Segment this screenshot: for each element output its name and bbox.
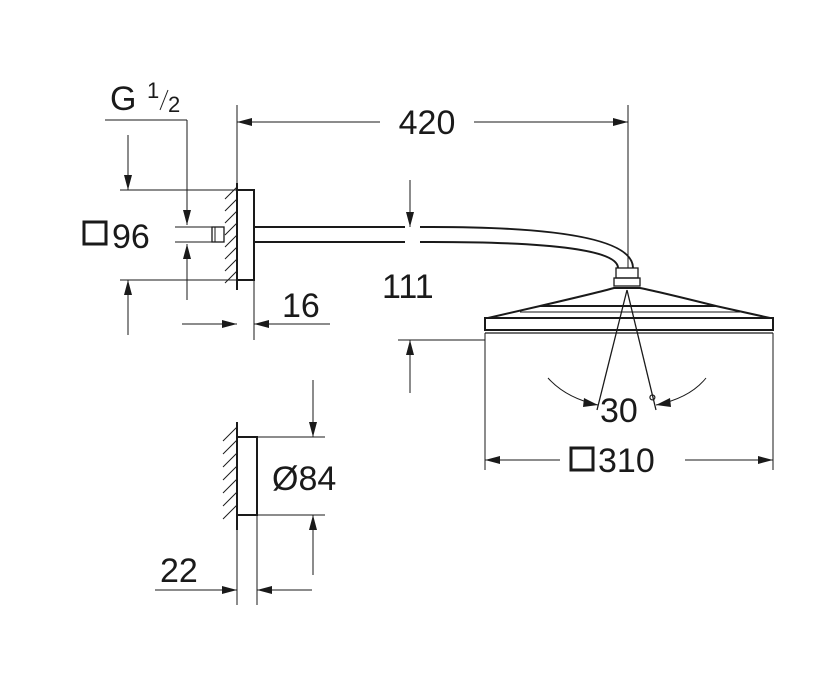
- head-size-label: 310: [598, 442, 655, 480]
- dim-111: 111: [382, 180, 485, 393]
- arm-drop-label: 111: [382, 268, 434, 306]
- flange-size-label: 96: [112, 218, 150, 256]
- thread-G-label: G: [110, 80, 136, 118]
- arm-length-label: 420: [399, 104, 456, 142]
- dim-thread: G 1 2: [105, 78, 212, 300]
- wall-hatch-top: [224, 186, 238, 284]
- square-symbol-icon: [569, 446, 595, 472]
- rosette-depth-label: 22: [160, 552, 198, 590]
- rosette-diameter-label: Ø84: [272, 460, 336, 498]
- square-symbol-icon: [82, 220, 108, 246]
- dim-310: 310: [484, 333, 774, 480]
- dim-84: Ø84: [257, 380, 336, 575]
- dim-30deg: 30 °: [547, 377, 707, 430]
- thread-numerator: 1: [147, 78, 159, 103]
- shower-head: [484, 287, 774, 411]
- dim-96: 96: [82, 135, 237, 335]
- wall-gap-label: 16: [282, 287, 320, 325]
- shower-arm: [254, 226, 641, 287]
- wall-plate-top: [211, 183, 255, 290]
- thread-denominator: 2: [168, 92, 180, 117]
- tilt-unit-label: °: [648, 390, 657, 415]
- dim-22: 22: [155, 552, 312, 594]
- tilt-angle-label: 30: [600, 392, 638, 430]
- rosette-side-view: [222, 422, 258, 605]
- wall-hatch-bottom: [222, 426, 238, 520]
- dim-16: 16: [182, 280, 330, 340]
- dim-420: 420: [236, 104, 629, 268]
